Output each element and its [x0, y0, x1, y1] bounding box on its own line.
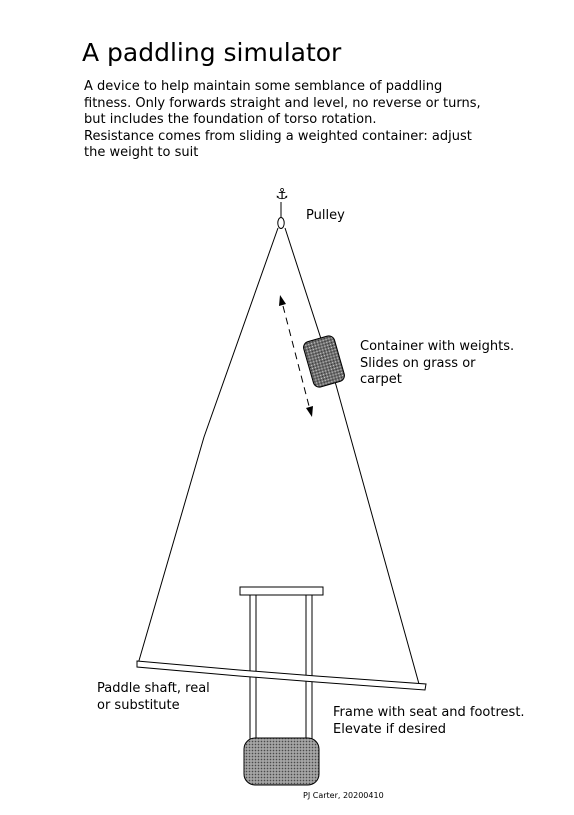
description-line: fitness. Only forwards straight and leve… [84, 95, 481, 111]
frame [239, 586, 324, 744]
seat [243, 737, 320, 786]
container-label: Container with weights. Slides on grass … [360, 339, 514, 389]
rope [137, 227, 420, 685]
pulley-label-line: Pulley [306, 208, 345, 223]
frame-label-line: Elevate if desired [333, 721, 446, 737]
paddle-label-line: or substitute [97, 697, 180, 713]
frame-label: Frame with seat and footrest. Elevate if… [333, 705, 525, 738]
container-label-line: Container with weights. [360, 339, 515, 354]
container-label-line: Slides on grass or [360, 355, 476, 371]
credit: PJ Carter, 20200410 [303, 791, 384, 800]
paddle-label: Paddle shaft, real or substitute [97, 681, 210, 714]
paddle-label-line: Paddle shaft, real [97, 681, 210, 696]
description-line: but includes the foundation of torso rot… [84, 112, 377, 127]
description: A device to help maintain some semblance… [84, 79, 554, 162]
frame-label-line: Frame with seat and footrest. [333, 705, 525, 720]
description-line: the weight to suit [84, 145, 199, 160]
container-label-line: carpet [360, 372, 402, 387]
description-line: Resistance comes from sliding a weighted… [84, 128, 472, 144]
description-line: A device to help maintain some semblance… [84, 79, 443, 94]
page-title: A paddling simulator [82, 38, 342, 67]
slide-direction-arrow [279, 295, 313, 417]
paddle-shaft [136, 660, 427, 691]
weighted-container [303, 335, 345, 388]
anchor-icon: ⚓ [275, 185, 288, 203]
pulley [277, 202, 285, 229]
pulley-label: Pulley [306, 208, 345, 225]
